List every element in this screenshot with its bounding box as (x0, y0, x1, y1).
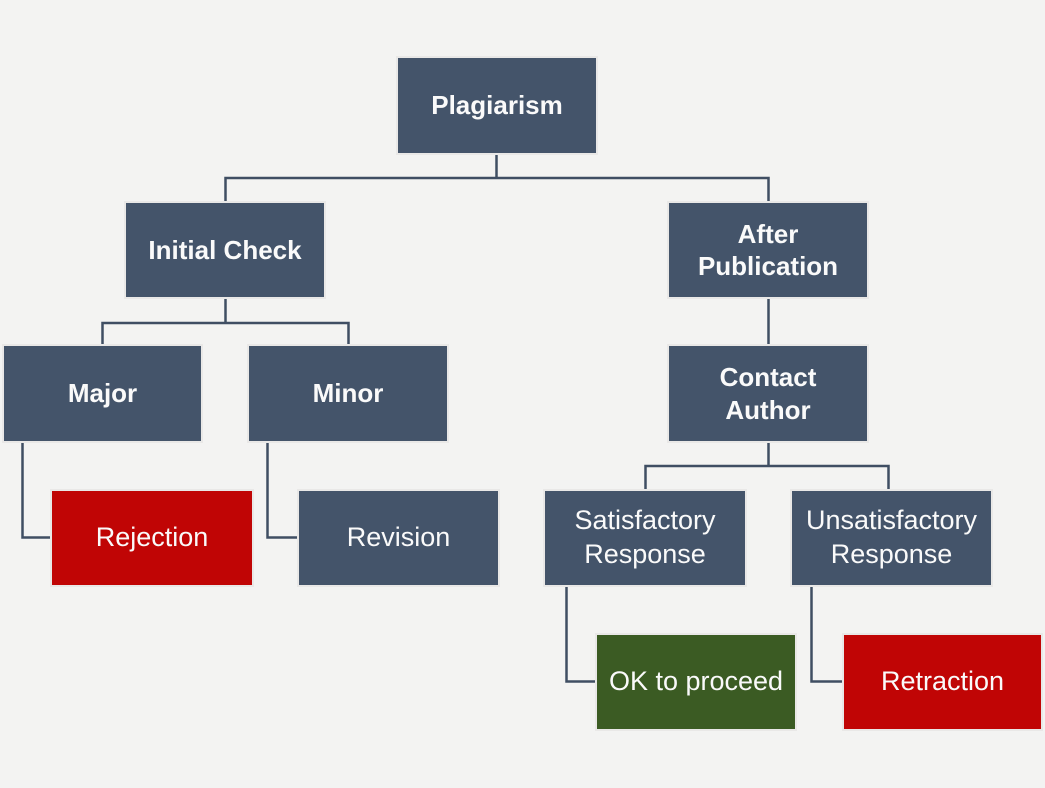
edge-contact-author-bridge (644, 464, 890, 489)
node-retraction: Retraction (842, 633, 1043, 731)
node-initial-check: Initial Check (124, 201, 326, 299)
node-rejection: Rejection (50, 489, 254, 587)
node-ok-to-proceed: OK to proceed (595, 633, 797, 731)
node-minor: Minor (247, 344, 449, 443)
node-revision: Revision (297, 489, 500, 587)
node-unsatisfactory-response: Unsatisfactory Response (790, 489, 993, 587)
edge-unsatisfactory-retraction (810, 587, 842, 683)
edge-minor-revision (266, 443, 297, 539)
node-satisfactory-response: Satisfactory Response (543, 489, 747, 587)
node-plagiarism: Plagiarism (396, 56, 598, 155)
edge-major-rejection (21, 443, 50, 539)
edge-initial-check-bridge (101, 321, 350, 344)
edge-plagiarism-bridge (224, 176, 770, 201)
edge-satisfactory-ok (565, 587, 595, 683)
node-after-publication: After Publication (667, 201, 869, 299)
node-contact-author: Contact Author (667, 344, 869, 443)
node-major: Major (2, 344, 203, 443)
